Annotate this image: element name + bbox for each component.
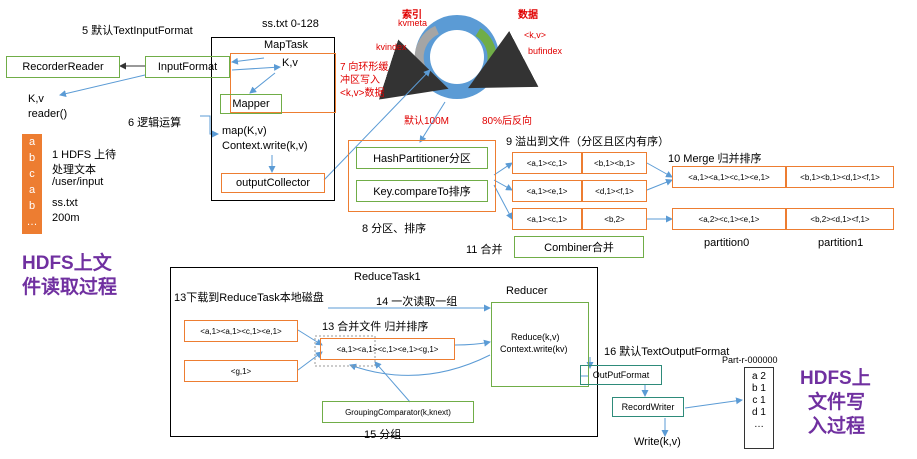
kv-left-label: K,v <box>28 93 44 105</box>
step1-line2: 处理文本 <box>52 164 96 176</box>
bufindex-label: bufindex <box>528 46 563 56</box>
reducetask-container <box>170 267 598 437</box>
input-format-box: InputFormat <box>145 56 230 78</box>
part-file: a 2 b 1 c 1 d 1 … <box>744 367 774 449</box>
merge-cell: <b,2><d,1><f,1> <box>786 208 894 230</box>
part-line: b 1 <box>752 383 766 394</box>
context-write-label: Context.write(k,v) <box>222 140 308 152</box>
kv-buffer-label: <k,v> <box>524 30 547 40</box>
reducetask-label: ReduceTask1 <box>354 271 421 283</box>
reverse-label: 80%后反向 <box>482 116 533 127</box>
step13b-label: 13 合并文件 归并排序 <box>322 321 429 333</box>
part-name-label: Part-r-000000 <box>722 355 778 365</box>
merge-cell: <b,1><b,1><d,1><f,1> <box>786 166 894 188</box>
index-label: 索引 <box>402 10 422 21</box>
reader-call-label: reader() <box>28 108 68 120</box>
stack-letter: a <box>28 184 36 196</box>
ring-buffer <box>378 15 539 100</box>
spill-cell: <a,1><c,1> <box>512 208 582 230</box>
step11-label: 11 合并 <box>466 244 503 256</box>
hdfs-write-title-2: 文件写 <box>808 392 866 413</box>
input-text-stack: a b c a b … <box>22 134 42 234</box>
spill-cell: <b,1><b,1> <box>582 152 647 174</box>
step1-line1: 1 HDFS 上待 <box>52 149 117 161</box>
kv-top-label: K,v <box>282 57 298 69</box>
maptask-container <box>211 37 335 201</box>
hdfs-write-title-1: HDFS上 <box>800 368 871 389</box>
spill-cell: <b,2> <box>582 208 647 230</box>
output-format-box: OutPutFormat <box>580 365 662 385</box>
reducer-box <box>491 302 589 387</box>
stack-letter: a <box>28 136 36 148</box>
reduce-write-label: Context.write(kv) <box>500 344 568 354</box>
kvindex-label: kvindex <box>376 42 407 52</box>
spill-cell: <d,1><f,1> <box>582 180 647 202</box>
partition1-label: partition1 <box>818 237 864 249</box>
reduce-input-1: <a,1><a,1><c,1><e,1> <box>184 320 298 342</box>
write-call-label: Write(k,v) <box>634 436 681 448</box>
spill-cell: <a,1><e,1> <box>512 180 582 202</box>
step15-label: 15 分组 <box>364 429 402 441</box>
kvmeta-label: kvmeta <box>398 18 428 28</box>
step7-line2: 冲区写入 <box>340 75 380 86</box>
step8-label: 8 分区、排序 <box>362 223 427 235</box>
output-collector-box: outputCollector <box>221 173 325 193</box>
recorder-reader-box: RecorderReader <box>6 56 120 78</box>
split-label: ss.txt 0-128 <box>262 18 319 30</box>
step14-label: 14 一次读取一组 <box>376 296 458 308</box>
merge-cell: <a,1><a,1><c,1><e,1> <box>672 166 786 188</box>
spill-cell: <a,1><c,1> <box>512 152 582 174</box>
step6-label: 6 逻辑运算 <box>128 117 182 129</box>
hdfs-read-title-2: 件读取过程 <box>22 277 118 298</box>
hash-partitioner-box: HashPartitioner分区 <box>356 147 488 169</box>
stack-letter: c <box>29 168 35 180</box>
part-line: … <box>754 419 764 430</box>
reduce-input-2: <g,1> <box>184 360 298 382</box>
record-writer-box: RecordWriter <box>612 397 684 417</box>
part-line: d 1 <box>752 407 766 418</box>
hdfs-read-title-1: HDFS上文 <box>22 253 112 274</box>
file-size-label: 200m <box>52 212 80 224</box>
hdfs-write-title-3: 入过程 <box>808 416 866 437</box>
part-line: a 2 <box>752 371 766 382</box>
stack-letter: b <box>28 152 36 164</box>
mapper-box: Mapper <box>220 94 282 114</box>
default-size-label: 默认100M <box>404 116 450 127</box>
step7-line3: <k,v>数据 <box>340 88 385 99</box>
combiner-box: Combiner合并 <box>514 236 644 258</box>
partition-sort-frame <box>348 140 496 212</box>
data-label: 数据 <box>518 10 538 21</box>
stack-letter: … <box>26 216 38 228</box>
maptask-label: MapTask <box>264 39 309 51</box>
merged-file-box: <a,1><a,1><c,1><e,1><g,1> <box>320 338 455 360</box>
step9-label: 9 溢出到文件（分区且区内有序） <box>506 136 670 148</box>
maptask-orange-frame <box>230 53 336 113</box>
step1-line3: /user/input <box>52 176 104 188</box>
file-name-label: ss.txt <box>52 197 78 209</box>
map-call-label: map(K,v) <box>222 125 267 137</box>
step10-label: 10 Merge 归并排序 <box>668 153 762 165</box>
step5-label: 5 默认TextInputFormat <box>82 25 193 37</box>
step16-label: 16 默认TextOutputFormat <box>604 346 730 358</box>
merge-cell: <a,2><c,1><e,1> <box>672 208 786 230</box>
step13a-label: 13下载到ReduceTask本地磁盘 <box>174 292 324 304</box>
step7-line1: 7 向环形缓 <box>340 62 389 73</box>
partition0-label: partition0 <box>704 237 750 249</box>
part-line: c 1 <box>752 395 766 406</box>
stack-letter: b <box>28 200 36 212</box>
reducer-label: Reducer <box>506 285 548 297</box>
compare-to-box: Key.compareTo排序 <box>356 180 488 202</box>
reduce-call-label: Reduce(k,v) <box>511 332 560 342</box>
grouping-comparator-box: GroupingComparator(k,knext) <box>322 401 474 423</box>
